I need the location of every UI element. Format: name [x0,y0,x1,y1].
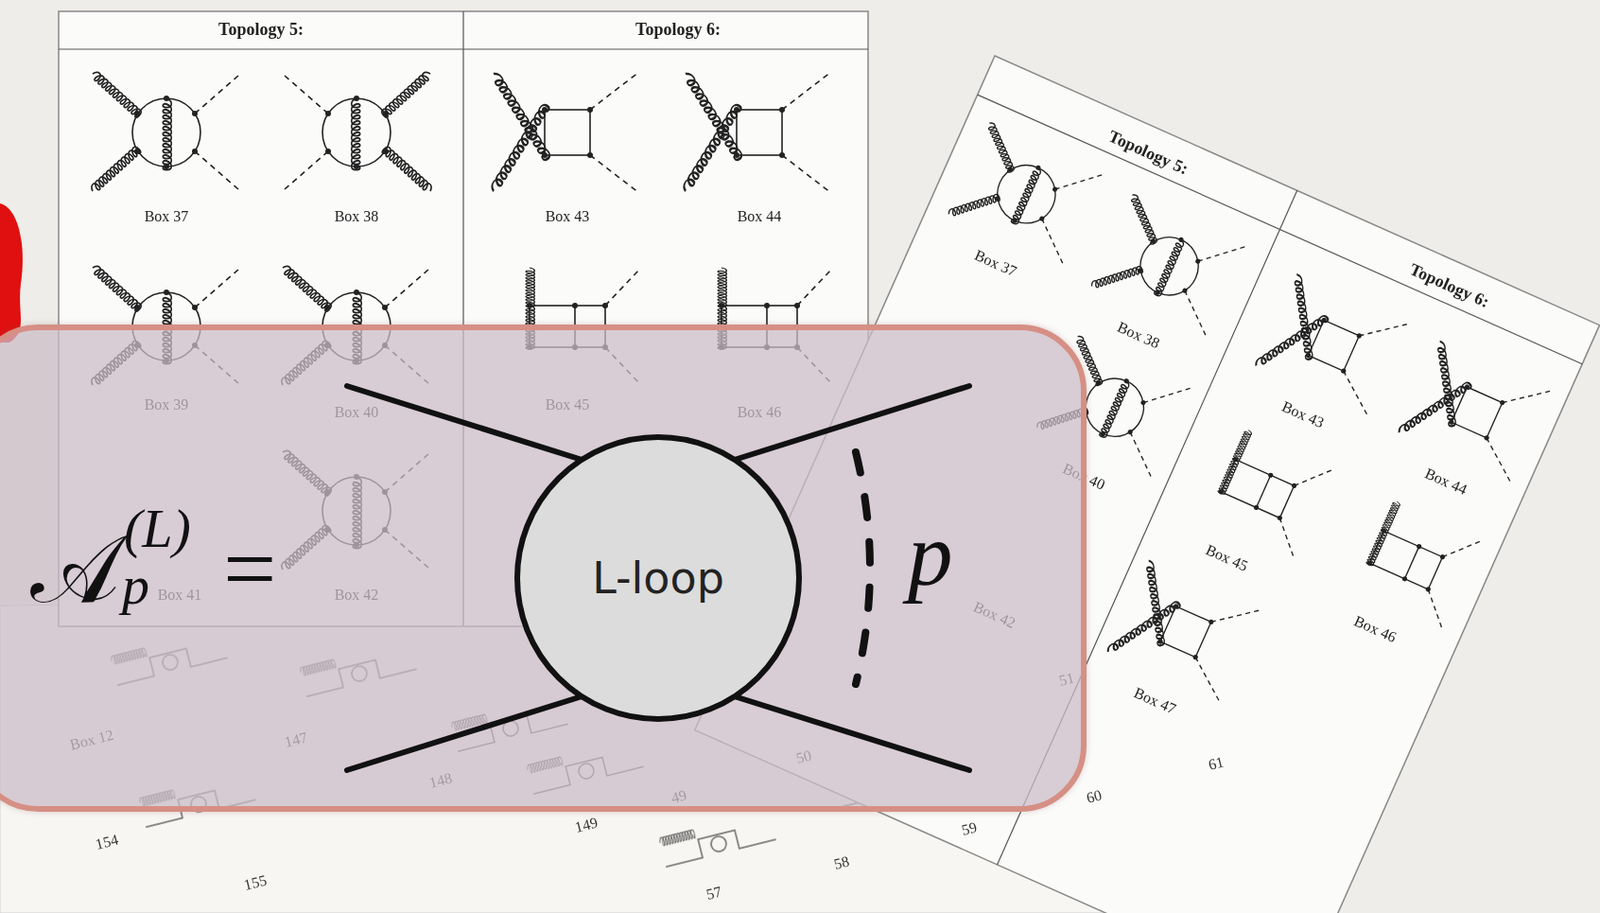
diagram-label: Box 44 [1422,464,1470,498]
diagram-label: Box 47 [1130,683,1179,717]
diagram-label: Box 45 [1202,540,1251,574]
equals-sign: = [223,521,277,617]
loop-label: L-loop [591,552,725,604]
diagram-label: Box 46 [1351,611,1399,645]
loop-blob: L-loop [514,434,802,722]
leg-count: p [907,509,954,600]
topology-heading: Topology 6: [635,20,721,40]
topology-heading: Topology 5: [218,20,304,40]
diagram-label: Box 37 [972,246,1020,280]
formula-band: L-loop𝒜(L)p=p [0,324,1087,812]
diagram-number: 58 [832,852,852,873]
topology-heading: Topology 6: [1406,260,1492,313]
diagram-number: 60 [1084,786,1104,807]
diagram-label: Box 38 [334,208,380,226]
external-leg [725,385,970,463]
diagram-label: Box 38 [1114,318,1163,352]
amplitude-symbol: 𝒜 [30,522,121,618]
external-leg [347,385,592,463]
red-scribble [0,203,23,343]
diagram-number: 149 [573,814,600,836]
diagram-number: 154 [93,831,121,853]
external-leg [725,693,970,770]
diagram-number: 59 [959,818,979,839]
diagram-label: Box 43 [1279,398,1327,432]
point-subscript: p [121,557,150,613]
dashed-legs [855,452,870,684]
loop-superscript: (L) [123,501,192,557]
diagram-number: 61 [1206,753,1226,774]
topology-heading: Topology 5: [1105,127,1191,180]
diagram-label: Box 37 [144,208,190,226]
diagram-number: 155 [242,871,269,894]
diagram-number: 57 [704,883,724,904]
external-leg [347,693,592,770]
diagram-label: Box 44 [737,208,783,226]
diagram-label: Box 43 [545,208,591,226]
